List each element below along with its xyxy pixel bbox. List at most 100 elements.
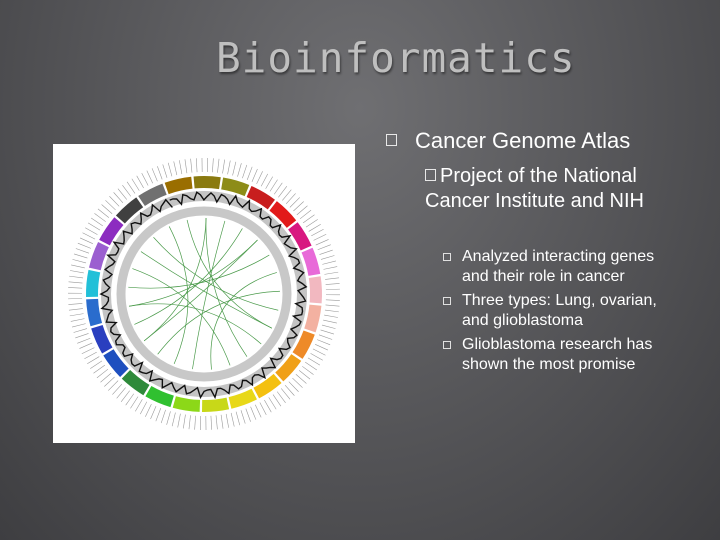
- tick-mark: [77, 337, 91, 344]
- tick-mark: [325, 288, 340, 290]
- tick-mark: [293, 201, 304, 212]
- slide-title: Bioinformatics: [216, 34, 576, 82]
- tick-mark: [324, 314, 339, 318]
- tick-mark: [315, 344, 329, 351]
- small-square-bullet-icon: [443, 253, 451, 261]
- tick-mark: [317, 339, 331, 346]
- tick-mark: [167, 162, 173, 177]
- tick-mark: [194, 415, 196, 430]
- tick-mark: [160, 409, 166, 424]
- tick-mark: [77, 242, 91, 249]
- link-arc: [168, 226, 189, 365]
- chromosome-segment: [121, 370, 150, 396]
- tick-mark: [320, 255, 335, 260]
- tick-mark: [250, 406, 257, 420]
- tick-mark: [81, 347, 95, 355]
- tick-mark: [69, 275, 84, 279]
- bullet-level3-item: Glioblastoma research has shown the most…: [443, 335, 663, 375]
- chromosome-segment: [246, 185, 275, 210]
- link-arc: [192, 220, 226, 370]
- tick-mark: [292, 377, 303, 388]
- tick-mark: [130, 396, 139, 409]
- bullet-level3-list: Analyzed interacting genes and their rol…: [443, 247, 663, 379]
- tick-mark: [104, 376, 115, 387]
- chromosome-segment: [301, 247, 321, 276]
- tick-mark: [312, 348, 326, 356]
- tick-mark: [220, 414, 224, 429]
- tick-mark: [296, 205, 308, 216]
- bullet-level3-text: Three types: Lung, ovarian, and glioblas…: [462, 292, 657, 329]
- tick-mark: [246, 166, 253, 181]
- tick-mark: [245, 408, 251, 422]
- link-arc: [210, 272, 277, 370]
- tick-mark: [101, 204, 113, 214]
- tick-mark: [264, 399, 272, 413]
- tick-mark: [272, 394, 282, 407]
- tick-mark: [240, 410, 246, 424]
- tick-mark: [84, 351, 97, 360]
- tick-mark: [322, 260, 337, 265]
- link-arc: [143, 239, 258, 342]
- chromosome-segment: [253, 373, 282, 399]
- circos-plot-graphic: [68, 158, 340, 430]
- tick-mark: [105, 200, 116, 211]
- tick-mark: [278, 185, 288, 198]
- chromosome-segment: [164, 176, 193, 195]
- tick-mark: [90, 360, 103, 369]
- tick-mark: [166, 411, 171, 425]
- link-arc: [128, 239, 258, 307]
- tick-mark: [69, 313, 84, 317]
- tick-mark: [298, 370, 311, 380]
- tick-mark: [319, 249, 333, 255]
- tick-mark: [313, 233, 327, 241]
- tick-mark: [305, 219, 318, 228]
- tick-mark: [126, 181, 136, 194]
- gray-track-inner: [116, 206, 292, 382]
- tick-mark: [235, 411, 241, 426]
- tick-mark: [122, 184, 132, 197]
- bullet-level3-text: Analyzed interacting genes and their rol…: [462, 248, 655, 285]
- tick-mark: [79, 342, 93, 349]
- tick-mark: [72, 259, 87, 264]
- tick-mark: [237, 163, 242, 177]
- chromosome-segment: [228, 388, 257, 409]
- chromosome-segment: [292, 330, 315, 359]
- tick-mark: [171, 412, 176, 427]
- tick-mark: [242, 164, 248, 179]
- tick-mark: [308, 223, 321, 232]
- tick-mark: [91, 217, 103, 227]
- tick-mark: [73, 253, 88, 259]
- tick-mark: [135, 399, 143, 412]
- tick-mark: [311, 228, 324, 237]
- chromosome-segment: [269, 201, 297, 228]
- link-arc: [143, 218, 207, 342]
- tick-mark: [157, 166, 163, 180]
- tick-mark: [302, 214, 315, 224]
- signal-track: [99, 191, 308, 400]
- tick-mark: [255, 404, 262, 418]
- circos-figure: [53, 144, 355, 443]
- tick-mark: [73, 328, 88, 333]
- tick-mark: [82, 232, 96, 240]
- tick-mark: [210, 415, 213, 430]
- chromosome-segment: [86, 269, 101, 298]
- bullet-level1: Cancer Genome Atlas: [386, 128, 630, 154]
- link-arc: [186, 219, 273, 329]
- tick-mark: [310, 353, 323, 361]
- tick-mark: [222, 159, 225, 174]
- tick-mark: [151, 168, 158, 182]
- tick-mark: [190, 158, 193, 173]
- tick-mark: [256, 171, 263, 185]
- tick-mark: [325, 304, 340, 307]
- tick-mark: [299, 209, 312, 220]
- chromosome-segment: [275, 354, 302, 382]
- tick-mark: [324, 271, 339, 275]
- square-bullet-icon: [425, 168, 436, 181]
- link-arc: [132, 268, 231, 366]
- bullet-level3-item: Analyzed interacting genes and their rol…: [443, 247, 663, 287]
- tick-mark: [317, 244, 331, 251]
- bullet-level2-text: Project of the National Cancer Institute…: [425, 165, 644, 212]
- tick-mark: [212, 158, 214, 173]
- chromosome-segment: [115, 197, 144, 224]
- tick-mark: [276, 391, 286, 404]
